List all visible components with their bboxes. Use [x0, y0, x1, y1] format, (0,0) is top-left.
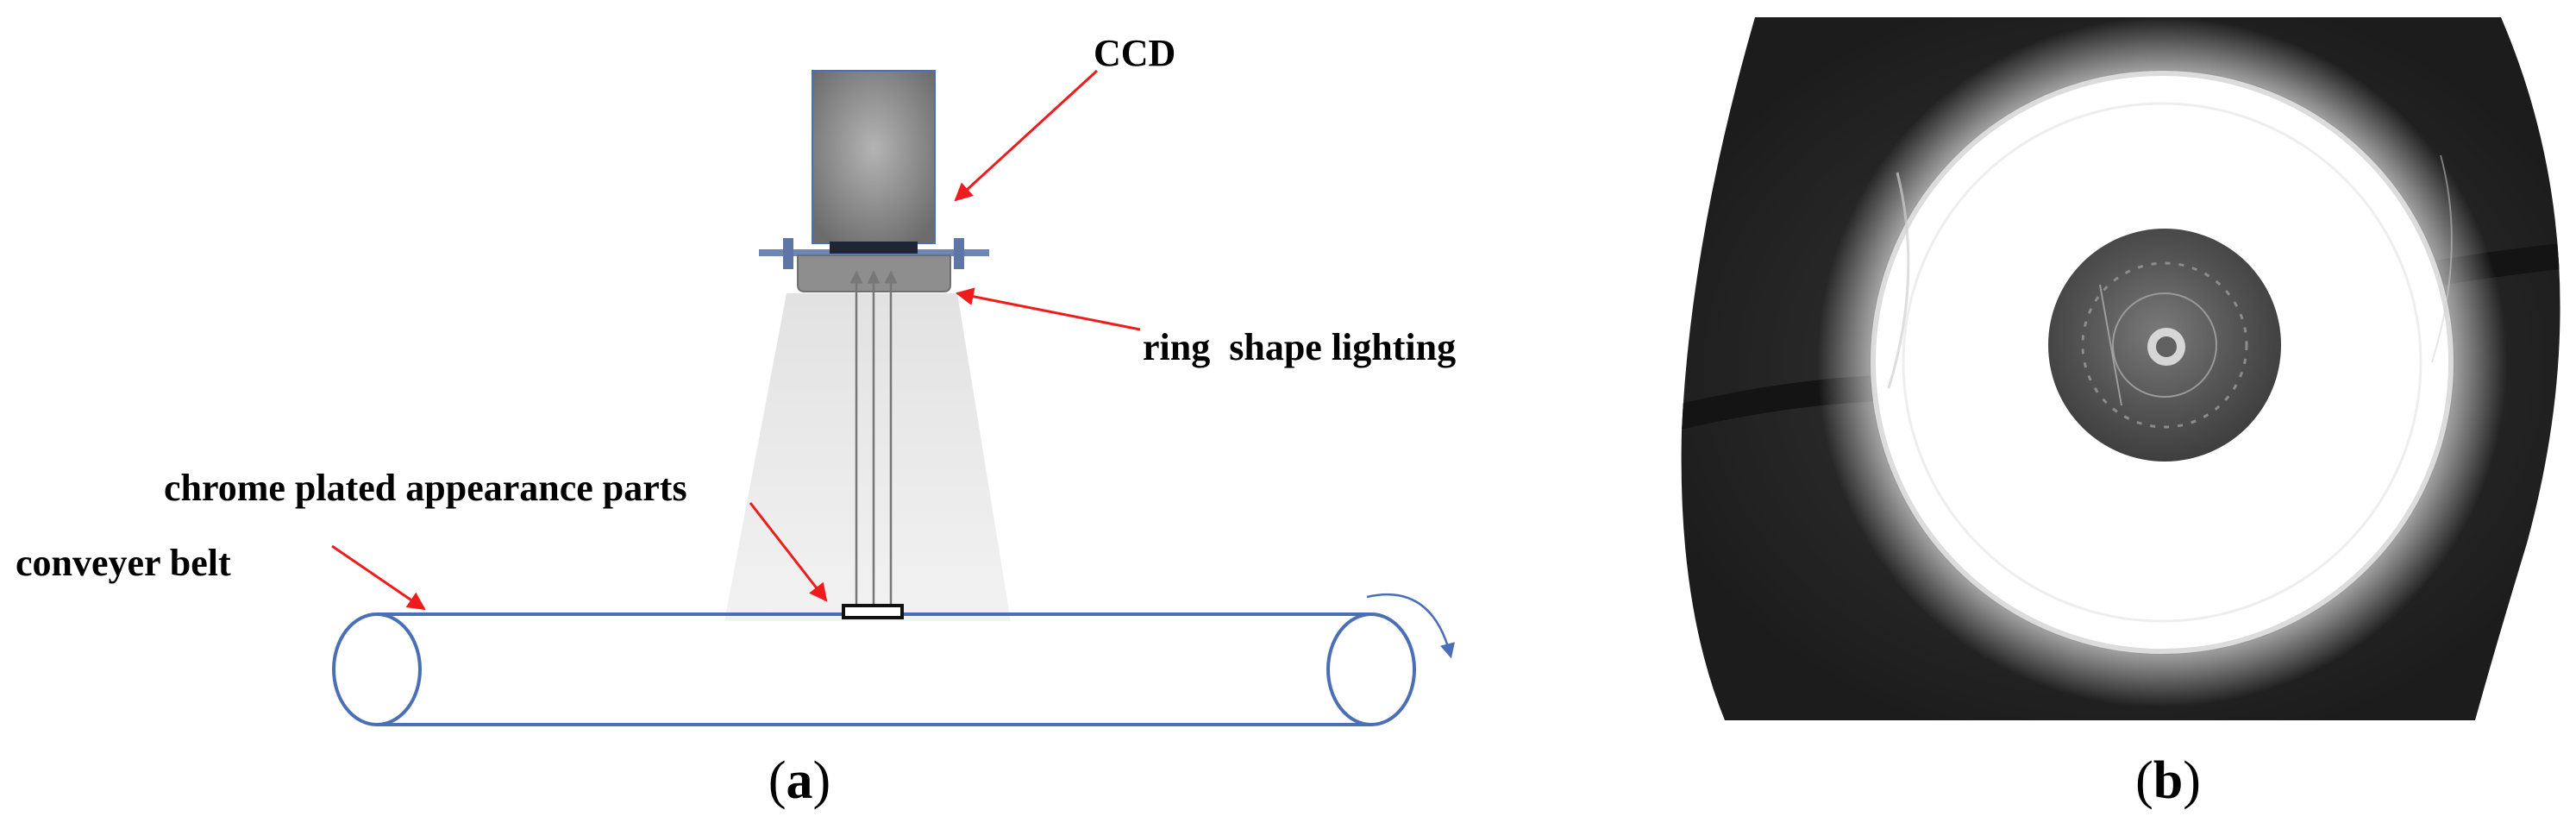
conveyer-left-roller	[332, 612, 422, 726]
conveyer-right-roller	[1326, 612, 1416, 726]
pointer-arrows	[331, 69, 1141, 611]
ccd-label: CCD	[1094, 32, 1175, 74]
panel-a-diagram: CCD ring shape lighting chrome plated ap…	[16, 32, 1456, 726]
conveyer-belt	[332, 593, 1455, 726]
rotation-arrow	[1366, 593, 1455, 659]
conveyer-label: conveyer belt	[16, 542, 231, 584]
ccd-camera-body	[812, 70, 936, 244]
parts-label: chrome plated appearance parts	[164, 467, 687, 509]
light-cone	[724, 293, 1011, 621]
parts-pointer-arrow	[749, 502, 828, 602]
ring-lighting-label: ring shape lighting	[1143, 326, 1456, 368]
panel-a-label: (a)	[768, 751, 830, 810]
ring-lighting-pointer-arrow	[955, 287, 1141, 331]
panel-b-label: (b)	[2135, 751, 2201, 810]
light-rays	[849, 270, 898, 604]
chrome-plated-part	[842, 604, 904, 619]
ccd-pointer-arrow	[954, 69, 1099, 202]
conveyer-pointer-arrow	[331, 544, 426, 611]
panel-b-photo	[1673, 13, 2576, 725]
